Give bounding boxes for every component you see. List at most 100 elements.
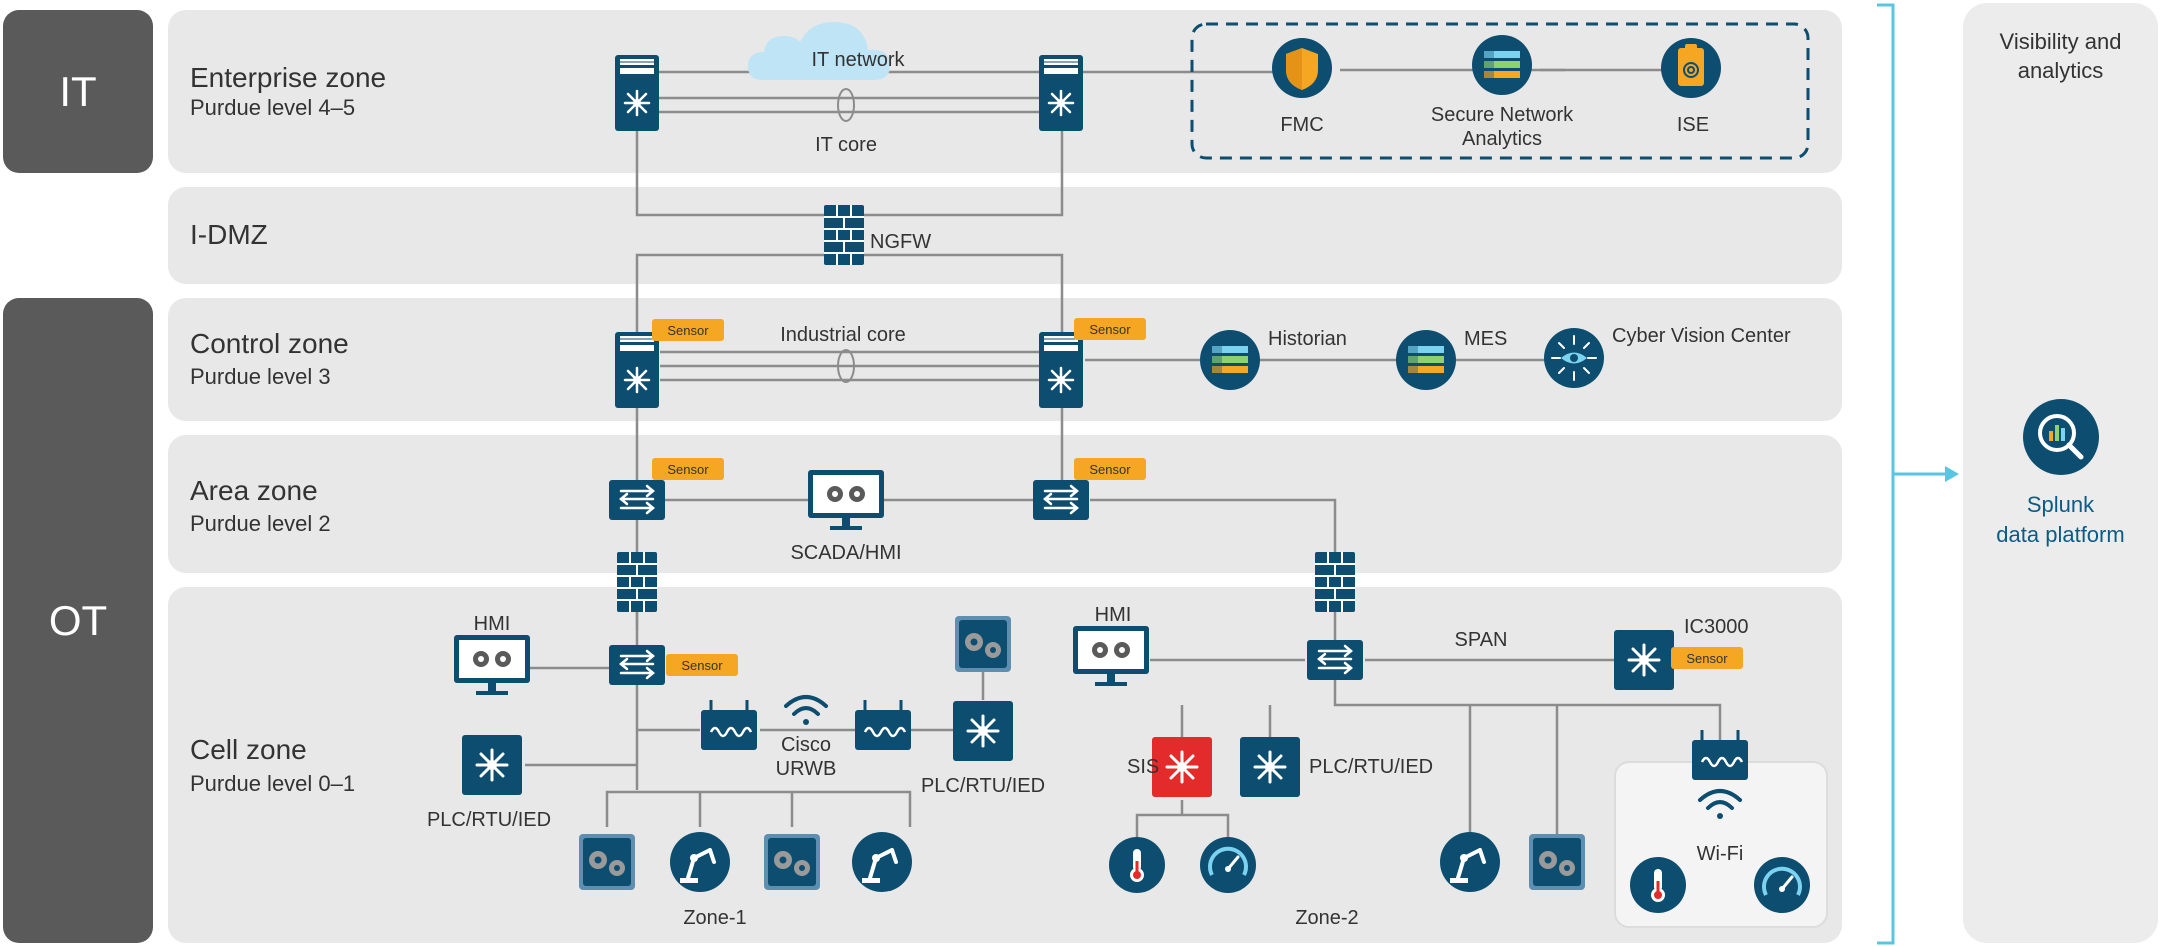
wifi-label: Wi-Fi: [1697, 843, 1744, 865]
plc-center-icon: [951, 699, 1015, 763]
mes-label: MES: [1464, 328, 1507, 350]
wireless-icon: [784, 695, 828, 725]
plc-right-label: PLC/RTU/IED: [1309, 756, 1433, 778]
va-title-line2: analytics: [2017, 57, 2104, 83]
cell-switch-left: [607, 643, 667, 687]
control-zone-subtitle: Purdue level 3: [190, 364, 331, 389]
area-zone-subtitle: Purdue level 2: [190, 511, 331, 536]
zone1-robot-1: [668, 830, 732, 894]
ngfw-firewall-icon: [823, 204, 865, 266]
historian-label: Historian: [1268, 328, 1347, 350]
ic3000-icon: [1612, 628, 1676, 692]
industrial-core-label: Industrial core: [780, 324, 906, 346]
sensor-label-control-left: Sensor: [667, 323, 709, 338]
control-zone-title: Control zone: [190, 328, 349, 359]
urwb-radio-right: [853, 698, 913, 752]
scada-hmi-label: SCADA/HMI: [790, 542, 901, 564]
cell-zone-title: Cell zone: [190, 734, 307, 765]
visibility-analytics-title: Visibility and analytics: [1963, 28, 2158, 85]
sna-label-line2: Analytics: [1462, 128, 1542, 150]
secure-network-analytics-icon: [1472, 35, 1532, 95]
zone1-gear-device-2: [764, 834, 820, 890]
it-core-label: IT core: [815, 134, 877, 156]
hmi-left-label: HMI: [474, 613, 511, 635]
zone2-thermometer: [1109, 837, 1165, 893]
splunk-line1: Splunk: [2026, 492, 2095, 517]
ot-layer-label: OT: [3, 298, 153, 943]
it-core-switch-right: [1037, 53, 1085, 133]
fmc-label: FMC: [1280, 114, 1323, 136]
aggregation-bracket: [1877, 3, 1959, 945]
sis-device: [1152, 737, 1212, 797]
sensor-label-control-right: Sensor: [1089, 322, 1131, 337]
zone1-gear-device-1: [579, 834, 635, 890]
splunk-search-icon: [2023, 399, 2099, 475]
historian-icon: [1200, 330, 1260, 390]
wifi-icon: [1698, 789, 1742, 819]
splunk-label: Splunk data platform: [1963, 490, 2158, 549]
it-core-bundle: [837, 88, 855, 122]
enterprise-zone-title: Enterprise zone: [190, 62, 387, 93]
it-core-switch-left: [613, 53, 661, 133]
ic3000-label: IC3000: [1684, 616, 1749, 638]
sensor-label-area-left: Sensor: [667, 462, 709, 477]
sensor-label-ic3000: Sensor: [1686, 651, 1728, 666]
gear-device-upper: [955, 616, 1011, 672]
sis-label: SIS: [1127, 756, 1159, 778]
enterprise-zone-subtitle: Purdue level 4–5: [190, 95, 356, 120]
cisco-urwb-line2: URWB: [776, 758, 837, 780]
hmi-left-monitor: [454, 635, 530, 695]
zone1-robot-2: [850, 830, 914, 894]
hmi-right-monitor: [1073, 626, 1149, 686]
idmz-band: [168, 187, 1842, 284]
zone2-gear-device: [1529, 834, 1585, 890]
plc-center-label: PLC/RTU/IED: [921, 775, 1045, 797]
sensor-label-area-right: Sensor: [1089, 462, 1131, 477]
ot-text: OT: [48, 596, 108, 644]
industrial-core-switch-right: [1037, 330, 1085, 410]
plc-right-icon: [1238, 735, 1302, 799]
it-network-cloud: [748, 22, 890, 80]
mes-icon: [1396, 330, 1456, 390]
wifi-thermometer: [1630, 857, 1686, 913]
ise-icon: [1661, 38, 1721, 98]
splunk-line2: data platform: [1996, 521, 2125, 547]
cisco-urwb-line1: Cisco: [781, 734, 831, 756]
sna-label-line1: Secure Network: [1431, 104, 1574, 126]
it-layer-label: IT: [3, 10, 153, 173]
area-switch-right: [1031, 478, 1091, 522]
cell-switch-right: [1305, 638, 1365, 682]
span-label: SPAN: [1455, 629, 1508, 651]
idmz-title: I-DMZ: [190, 219, 268, 250]
cell-firewall-left: [616, 551, 658, 613]
va-title-line1: Visibility and: [1999, 29, 2122, 54]
wifi-gauge: [1752, 855, 1812, 915]
area-zone-band: [168, 435, 1842, 573]
fmc-icon: [1272, 38, 1332, 98]
industrial-core-bundle: [837, 349, 855, 383]
enterprise-zone-band: [168, 10, 1842, 173]
urwb-radio-left: [699, 698, 759, 752]
cyber-vision-center-label: Cyber Vision Center: [1612, 325, 1791, 347]
cyber-vision-center-icon: [1544, 328, 1604, 388]
ngfw-label: NGFW: [870, 231, 931, 253]
it-network-label: IT network: [812, 49, 906, 71]
cell-zone-subtitle: Purdue level 0–1: [190, 771, 356, 796]
sensor-label-cell-left: Sensor: [681, 658, 723, 673]
security-services-box: [1190, 22, 1810, 160]
scada-hmi-monitor: [808, 470, 884, 530]
industrial-core-switch-left: [613, 330, 661, 410]
zone2-gauge: [1198, 835, 1258, 895]
plc-left-icon: [460, 733, 524, 797]
area-zone-title: Area zone: [190, 475, 318, 506]
cell-firewall-right: [1314, 551, 1356, 613]
zone2-label: Zone-2: [1295, 907, 1358, 929]
zone1-label: Zone-1: [683, 907, 746, 929]
zone2-robot: [1438, 830, 1502, 894]
area-switch-left: [607, 478, 667, 522]
it-text: IT: [59, 67, 97, 115]
hmi-right-label: HMI: [1095, 604, 1132, 626]
ise-label: ISE: [1677, 114, 1709, 136]
plc-left-label: PLC/RTU/IED: [427, 809, 551, 831]
